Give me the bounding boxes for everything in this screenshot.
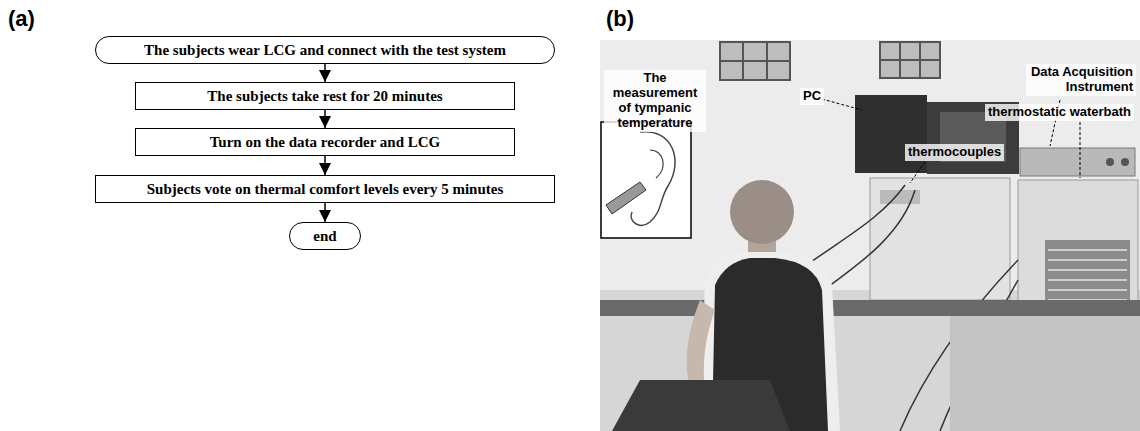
- photo-annotation: thermocouples: [905, 144, 1004, 161]
- photo-annotation: Data Acquisition Instrument: [1026, 64, 1136, 96]
- panel-label: (b): [606, 6, 634, 32]
- terminal-box: end: [289, 222, 361, 250]
- window-grille: [720, 42, 940, 80]
- step-text: The subjects take rest for 20 minutes: [207, 87, 442, 105]
- step-text: The subjects wear LCG and connect with t…: [144, 41, 506, 59]
- flow-arrow: [324, 156, 326, 175]
- photo-annotation: PC: [800, 88, 824, 105]
- step-text: Subjects vote on thermal comfort levels …: [147, 180, 504, 198]
- photo-annotation: thermostatic waterbath: [985, 104, 1134, 121]
- tympanic-inset: [601, 122, 691, 238]
- data-acquisition-instrument: [1020, 148, 1135, 176]
- panel-label: (a): [8, 6, 35, 32]
- terminal-box: The subjects wear LCG and connect with t…: [95, 36, 555, 64]
- bench: [600, 300, 1140, 431]
- flow-arrow: [324, 64, 326, 82]
- flow-arrow: [324, 110, 326, 128]
- process-box: The subjects take rest for 20 minutes: [135, 82, 515, 110]
- room-background: [600, 40, 1140, 431]
- process-box: Turn on the data recorder and LCG: [135, 128, 515, 156]
- photo-annotation: The measurement of tympanic temperature: [604, 70, 706, 132]
- process-box: Subjects vote on thermal comfort levels …: [95, 175, 555, 203]
- step-text: end: [313, 227, 336, 245]
- flow-arrow: [324, 203, 326, 222]
- laptop: [612, 380, 790, 431]
- incubator-cabinet: [870, 178, 1010, 300]
- step-text: Turn on the data recorder and LCG: [210, 133, 441, 151]
